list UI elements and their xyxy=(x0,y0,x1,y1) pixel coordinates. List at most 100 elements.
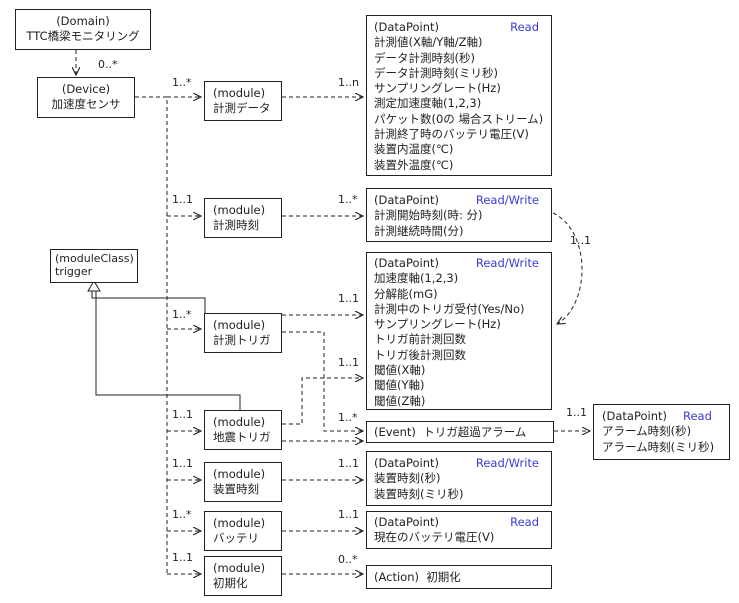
module-name: 計測データ xyxy=(213,101,271,116)
datapoint-box-dp1: (DataPoint) Read/Write 計測開始時刻(時: 分) 計測継続時… xyxy=(366,188,552,242)
mult-m3-event: 1..* xyxy=(338,411,358,424)
datapoint-item: データ計測時刻(秒) xyxy=(374,50,475,65)
datapoint-item: 分解能(mG) xyxy=(374,286,438,301)
event-stereotype: (Event) xyxy=(374,425,416,439)
module-class-name: trigger xyxy=(55,265,93,278)
datapoint-item: 装置外温度(℃) xyxy=(374,157,454,172)
edge-m2-event xyxy=(282,331,363,431)
datapoint-access: Read/Write xyxy=(475,193,539,207)
module-name: 計測時刻 xyxy=(213,218,259,233)
device-name: 加速度センサ xyxy=(51,97,121,112)
datapoint-item: 閾値(Y軸) xyxy=(374,378,425,393)
module-box-m1: (module) 計測時刻 xyxy=(204,198,282,238)
datapoint-stereotype: (DataPoint) xyxy=(374,456,439,470)
domain-name: TTC橋梁モニタリング xyxy=(26,29,140,44)
datapoint-item: トリガ後計測回数 xyxy=(374,347,466,362)
edge-dp1-dp2 xyxy=(552,212,583,324)
mult-m5-dp: 1..1 xyxy=(338,508,359,521)
module-name: 装置時刻 xyxy=(213,482,259,497)
datapoint-access: Read xyxy=(683,409,712,423)
datapoint-access: Read xyxy=(510,515,539,529)
datapoint-item: 装置時刻(秒) xyxy=(374,471,441,486)
datapoint-item: 装置時刻(ミリ秒) xyxy=(374,486,464,501)
mult-device-m2: 1..* xyxy=(172,308,192,321)
mult-m6-action: 0..* xyxy=(338,553,358,566)
module-stereotype: (module) xyxy=(213,318,266,332)
datapoint-item: 加速度軸(1,2,3) xyxy=(374,271,459,286)
datapoint-item: 閾値(X軸) xyxy=(374,363,426,378)
mult-m4-dp: 1..1 xyxy=(338,457,359,470)
datapoint-item: 測定加速度軸(1,2,3) xyxy=(374,96,482,111)
edge-m2-inherit xyxy=(91,290,206,315)
device-stereotype: (Device) xyxy=(61,82,111,96)
mult-device-m5: 1..* xyxy=(172,508,192,521)
datapoint-item: サンプリングレート(Hz) xyxy=(374,81,501,96)
edge-m3-dp xyxy=(282,378,363,425)
action-stereotype: (Action) xyxy=(374,570,419,584)
datapoint-item: アラーム時刻(ミリ秒) xyxy=(602,439,715,454)
datapoint-item: 閾値(Z軸) xyxy=(374,393,426,408)
module-name: バッテリ xyxy=(213,531,259,546)
datapoint-item: サンプリングレート(Hz) xyxy=(374,317,501,332)
datapoint-box-dp0: (DataPoint) Read 計測値(X軸/Y軸/Z軸) データ計測時刻(秒)… xyxy=(366,15,552,176)
module-stereotype: (module) xyxy=(213,415,266,429)
event-name: トリガ超過アラーム xyxy=(423,425,527,439)
module-stereotype: (module) xyxy=(213,203,266,217)
event-box: (Event) トリガ超過アラーム xyxy=(366,421,554,443)
datapoint-stereotype: (DataPoint) xyxy=(374,256,439,270)
action-name: 初期化 xyxy=(426,570,461,584)
mult-m2-dp: 1..1 xyxy=(338,292,359,305)
datapoint-item: 現在のバッテリ電圧(V) xyxy=(374,530,495,545)
edge-device-trunk xyxy=(135,96,168,574)
mult-event-dp: 1..1 xyxy=(566,406,587,419)
action-box: (Action) 初期化 xyxy=(366,565,552,589)
module-name: 地震トリガ xyxy=(213,430,271,445)
datapoint-item: トリガ前計測回数 xyxy=(374,332,466,347)
datapoint-item: パケット数(0の 場合ストリーム) xyxy=(374,111,544,126)
inherit-triangle xyxy=(87,280,101,292)
datapoint-item: 計測開始時刻(時: 分) xyxy=(374,208,483,223)
datapoint-stereotype: (DataPoint) xyxy=(374,193,439,207)
module-box-m2: (module) 計測トリガ xyxy=(204,313,282,353)
datapoint-box-dp2: (DataPoint) Read/Write 加速度軸(1,2,3) 分解能(mG… xyxy=(366,252,552,410)
mult-dp1-dp2: 1..1 xyxy=(570,234,591,247)
mult-m1-dp: 1..* xyxy=(338,193,358,206)
datapoint-item: アラーム時刻(秒) xyxy=(602,424,692,439)
module-box-m6: (module) 初期化 xyxy=(204,556,282,596)
module-class-stereotype: (moduleClass) xyxy=(55,252,134,265)
mult-m2-m3: 1..1 xyxy=(338,356,359,369)
datapoint-access: Read/Write xyxy=(475,456,539,470)
mult-domain-device: 0..* xyxy=(98,58,118,71)
mult-device-m3: 1..1 xyxy=(172,408,193,421)
datapoint-item: 計測継続時間(分) xyxy=(374,223,464,238)
datapoint-item: データ計測時刻(ミリ秒) xyxy=(374,65,498,80)
module-stereotype: (module) xyxy=(213,561,266,575)
module-class-box: (moduleClass) trigger xyxy=(50,249,138,283)
mult-device-m1: 1..1 xyxy=(172,193,193,206)
module-box-m3: (module) 地震トリガ xyxy=(204,410,282,450)
datapoint-access: Read/Write xyxy=(475,256,539,270)
datapoint-box-dp3: (DataPoint) Read/Write 装置時刻(秒) 装置時刻(ミリ秒) xyxy=(366,451,552,506)
mult-device-m6: 1..1 xyxy=(172,551,193,564)
domain-box: (Domain) TTC橋梁モニタリング xyxy=(15,9,151,50)
module-stereotype: (module) xyxy=(213,86,266,100)
module-stereotype: (module) xyxy=(213,516,266,530)
datapoint-box-dp5: (DataPoint)Read アラーム時刻(秒) アラーム時刻(ミリ秒) xyxy=(593,404,730,460)
mult-device-m0: 1..* xyxy=(172,76,192,89)
module-name: 計測トリガ xyxy=(213,333,271,348)
module-stereotype: (module) xyxy=(213,467,266,481)
datapoint-item: 計測値(X軸/Y軸/Z軸) xyxy=(374,35,483,50)
datapoint-stereotype: (DataPoint) xyxy=(374,20,439,34)
module-box-m0: (module) 計測データ xyxy=(204,81,282,121)
datapoint-access: Read xyxy=(510,20,539,34)
datapoint-item: 装置内温度(℃) xyxy=(374,142,454,157)
module-name: 初期化 xyxy=(213,576,248,591)
datapoint-item: 計測中のトリガ受付(Yes/No) xyxy=(374,301,525,316)
module-box-m4: (module) 装置時刻 xyxy=(204,462,282,502)
edge-m3-inherit xyxy=(95,290,241,410)
module-box-m5: (module) バッテリ xyxy=(204,511,282,551)
datapoint-box-dp4: (DataPoint)Read 現在のバッテリ電圧(V) xyxy=(366,511,552,549)
mult-m0-dp: 1..n xyxy=(338,76,359,89)
mult-device-m4: 1..1 xyxy=(172,457,193,470)
device-box: (Device) 加速度センサ xyxy=(37,77,135,118)
